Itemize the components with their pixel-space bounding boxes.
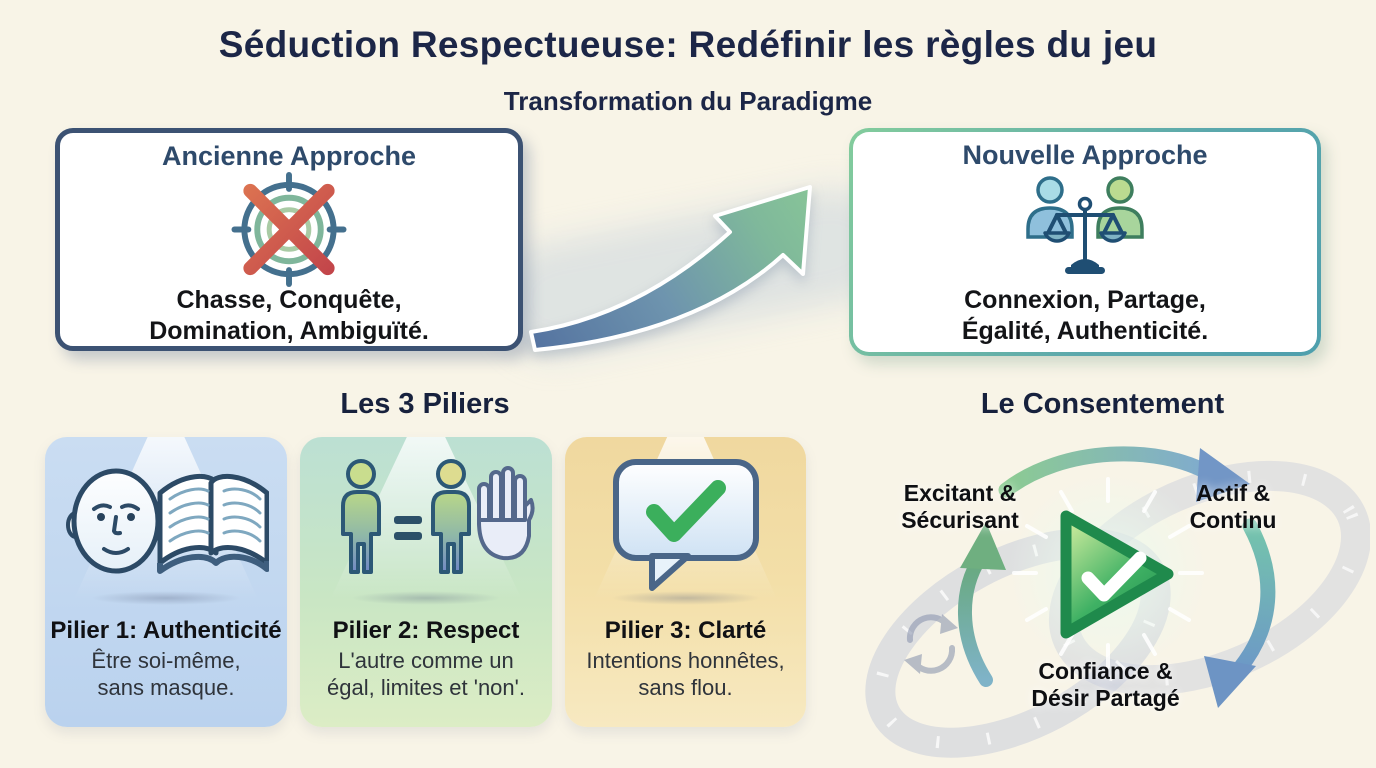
pillar-2-description: L'autre comme un égal, limites et 'non'. — [327, 648, 525, 700]
crossed-target-icon — [231, 172, 347, 287]
starburst-rays — [1012, 477, 1204, 669]
new-approach-box: Nouvelle Approche — [849, 128, 1321, 356]
transformation-swoosh-arrow-icon — [529, 185, 812, 352]
pillar-card-respect: Pilier 2: Respect L'autre comme un égal,… — [300, 437, 552, 727]
old-approach-heading: Ancienne Approche — [161, 141, 417, 171]
consent-label-trust-shared-desire: Confiance & Désir Partagé — [1031, 658, 1180, 712]
pillar-card-clarity: Pilier 3: Clarté Intentions honnêtes, sa… — [565, 437, 806, 727]
pillar-card-authenticity: Pilier 1: Authenticité Être soi-même, sa… — [45, 437, 287, 727]
page-title: Séduction Respectueuse: Redéfinir les rè… — [218, 24, 1158, 65]
pillars-section-heading: Les 3 Piliers — [340, 388, 510, 420]
old-approach-box: Ancienne Approche Chasse, Conquête, Domi… — [55, 128, 523, 351]
pillar-3-description: Intentions honnêtes, sans flou. — [586, 648, 785, 700]
page-subtitle: Transformation du Paradigme — [503, 86, 873, 116]
cycle-arrow-left-icon — [958, 522, 1006, 687]
equal-people-stop-hand-icon — [341, 459, 535, 574]
refresh-loop-icon — [904, 614, 958, 674]
face-open-book-icon — [65, 468, 269, 574]
pillar-1-title: Pilier 1: Authenticité — [50, 617, 282, 644]
cycle-arrow-right-icon — [1204, 518, 1276, 708]
pillar-3-title: Pilier 3: Clarté — [604, 617, 767, 644]
consent-label-active-continuous: Actif & Continu — [1189, 480, 1277, 534]
pillar-1-description: Être soi-même, sans masque. — [91, 648, 241, 700]
consent-label-exciting-safe: Excitant & Sécurisant — [901, 480, 1019, 534]
consent-section-heading: Le Consentement — [980, 388, 1225, 420]
equality-scales-people-icon — [1026, 176, 1144, 274]
consent-cycle-diagram — [865, 446, 1370, 758]
old-approach-text: Chasse, Conquête, Domination, Ambiguïté. — [149, 286, 429, 345]
play-checkmark-icon — [1060, 510, 1174, 639]
speech-bubble-check-icon — [612, 459, 759, 591]
new-approach-text: Connexion, Partage, Égalité, Authenticit… — [961, 286, 1209, 345]
cycle-arrow-top-icon — [998, 446, 1250, 502]
pillar-2-title: Pilier 2: Respect — [332, 617, 520, 644]
new-approach-heading: Nouvelle Approche — [962, 140, 1208, 170]
